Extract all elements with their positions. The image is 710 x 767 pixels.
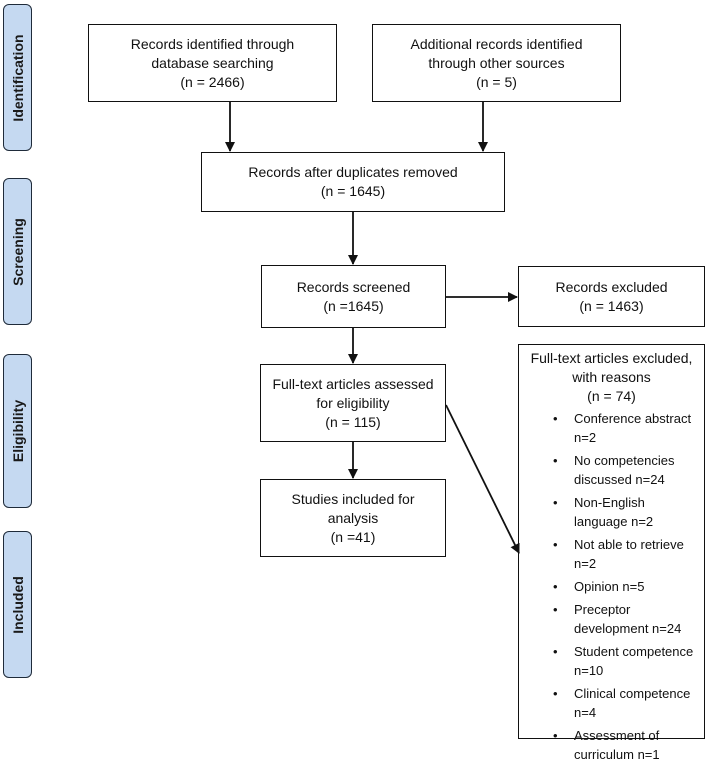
- phase-eligibility: Eligibility: [3, 354, 32, 508]
- phase-screening: Screening: [3, 178, 32, 325]
- box-other-sources: Additional records identified through ot…: [372, 24, 621, 102]
- box-fulltext-assessed: Full-text articles assessed for eligibil…: [260, 364, 446, 442]
- box-records-screened: Records screened (n =1645): [261, 265, 446, 328]
- exclusion-reason: Clinical competence n=4: [553, 684, 700, 722]
- exclusion-reason: Opinion n=5: [553, 577, 700, 596]
- exclusion-reason: Student competence n=10: [553, 642, 700, 680]
- exclusion-reason: Assessment of curriculum n=1: [553, 726, 700, 764]
- exclusion-reason: Non-English language n=2: [553, 493, 700, 531]
- fulltext-excluded-title: Full-text articles excluded, with reason…: [530, 350, 693, 404]
- phase-identification: Identification: [3, 4, 32, 151]
- box-duplicates-removed: Records after duplicates removed (n = 16…: [201, 152, 505, 212]
- box-database-records: Records identified through database sear…: [88, 24, 337, 102]
- exclusion-reason: Preceptor development n=24: [553, 600, 700, 638]
- box-fulltext-excluded: Full-text articles excluded, with reason…: [518, 344, 705, 762]
- box-studies-included: Studies included for analysis (n =41): [260, 479, 446, 557]
- exclusion-reason: Conference abstract n=2: [553, 409, 700, 447]
- exclusion-reason: No competencies discussed n=24: [553, 451, 700, 489]
- exclusion-reasons-list: Conference abstract n=2 No competencies …: [519, 409, 704, 764]
- box-records-excluded: Records excluded (n = 1463): [518, 266, 705, 327]
- arrow-fulltext-to-excluded: [445, 404, 520, 554]
- exclusion-reason: Not able to retrieve n=2: [553, 535, 700, 573]
- phase-included: Included: [3, 531, 32, 678]
